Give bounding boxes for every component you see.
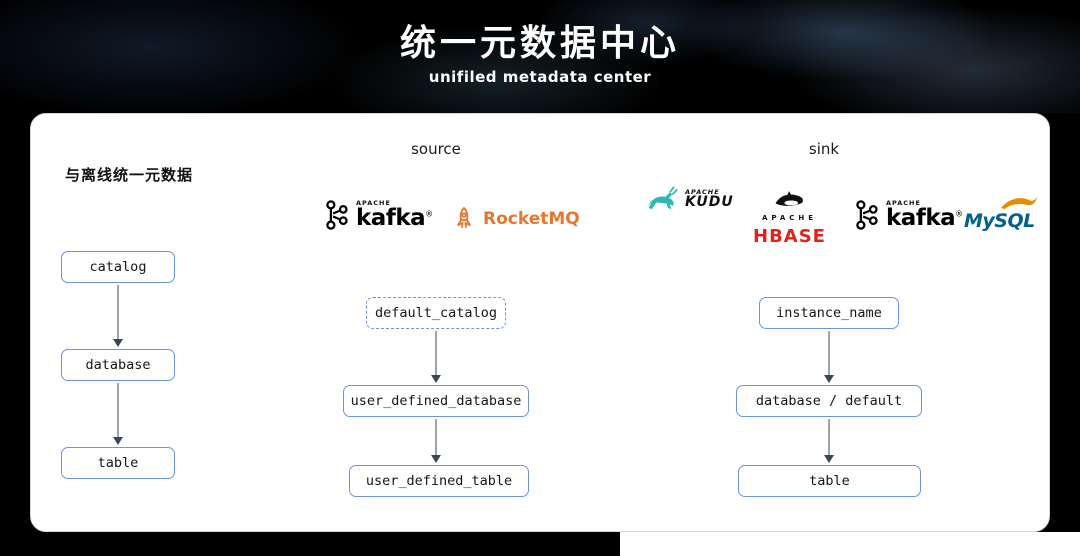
flow-node-sink-table: table — [738, 465, 921, 497]
rocketmq-icon — [457, 207, 471, 228]
hbase-wordmark: HBASE — [753, 226, 826, 247]
offline-metadata-label: 与离线统一元数据 — [65, 166, 194, 184]
flow-node-user-defined-database: user_defined_database — [343, 385, 529, 417]
kafka-logo-sink: APACHE kafka® — [853, 199, 963, 231]
registered-mark: ® — [425, 209, 433, 219]
bottom-background-strip — [620, 532, 1080, 556]
mysql-logo: MySQL — [964, 194, 1040, 234]
arrow-down-icon — [822, 419, 836, 463]
arrow-down-icon — [111, 383, 125, 445]
flow-node-database-default: database / default — [736, 385, 922, 417]
source-column-label: source — [411, 140, 461, 158]
arrow-down-icon — [822, 331, 836, 383]
kafka-logo-source: APACHE kafka® — [323, 199, 433, 231]
kafka-apache-label: APACHE — [356, 199, 391, 208]
header-banner: 统一元数据中心 unifiled metadata center — [0, 0, 1080, 113]
rocketmq-logo: RocketMQ — [451, 206, 580, 232]
arrow-down-icon — [429, 419, 443, 463]
kudu-icon — [647, 186, 678, 210]
kafka-apache-label: APACHE — [886, 199, 921, 208]
page-title: 统一元数据中心 — [399, 23, 680, 64]
flow-node-instance-name: instance_name — [759, 297, 899, 329]
rocketmq-wordmark: RocketMQ — [483, 209, 580, 229]
kafka-wordmark: kafka® — [356, 204, 433, 231]
diagram-panel: 与离线统一元数据 source sink APACHE kafka® — [30, 113, 1050, 532]
mysql-wordmark: MySQL — [964, 210, 1035, 232]
arrow-down-icon — [111, 285, 125, 347]
hbase-apache-label: APACHE — [761, 214, 818, 222]
flow-node-database: database — [61, 349, 175, 381]
registered-mark: ® — [955, 209, 963, 219]
sink-column-label: sink — [808, 140, 840, 158]
page-subtitle: unifiled metadata center — [428, 68, 652, 86]
kudu-wordmark: KUDU — [685, 194, 734, 211]
kudu-logo: APACHE KUDU — [643, 184, 734, 214]
mysql-dolphin-icon — [1001, 197, 1037, 209]
flow-node-user-defined-table: user_defined_table — [349, 465, 529, 497]
flow-node-default-catalog: default_catalog — [366, 297, 506, 329]
kafka-wordmark: kafka® — [886, 204, 963, 231]
arrow-down-icon — [429, 331, 443, 383]
flow-node-table: table — [61, 447, 175, 479]
kafka-icon — [326, 200, 348, 230]
kudu-apache-label: APACHE — [685, 187, 720, 196]
flow-node-catalog: catalog — [61, 251, 175, 283]
hbase-logo: APACHE HBASE — [753, 190, 826, 246]
kafka-icon — [856, 200, 878, 230]
hbase-orca-icon — [775, 191, 804, 206]
